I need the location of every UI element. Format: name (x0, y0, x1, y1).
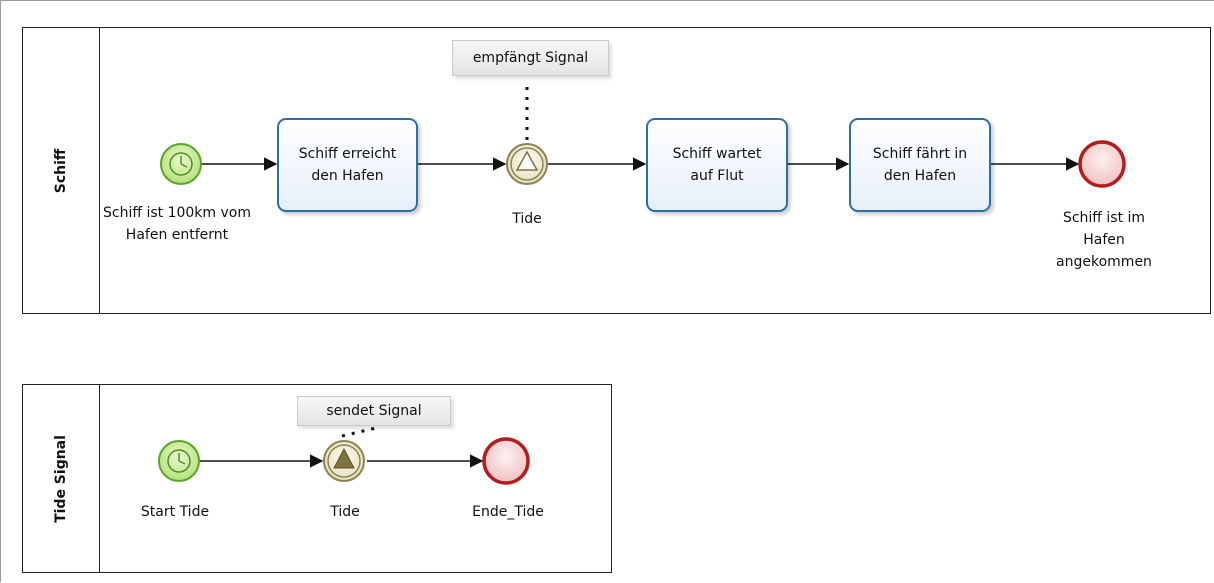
end-event-schiff[interactable] (1078, 140, 1126, 188)
throw-event-tide[interactable] (323, 440, 365, 482)
label-end-tide: Ende_Tide (472, 504, 544, 520)
task-label: Schiff fährt in den Hafen (872, 146, 968, 184)
task-label: Schiff erreicht den Hafen (298, 146, 397, 184)
task-schiff-erreicht-hafen[interactable]: Schiff erreicht den Hafen (277, 118, 418, 212)
label-end-schiff: Schiff ist im Hafen angekommen (1056, 210, 1152, 270)
label-throw-tide: Tide (330, 504, 360, 520)
clock-icon (167, 449, 191, 473)
association-sendet[interactable] (341, 426, 377, 438)
task-schiff-wartet-flut[interactable]: Schiff wartet auf Flut (646, 118, 788, 212)
signal-triangle-filled-icon (333, 447, 355, 469)
end-event-tide[interactable] (482, 437, 530, 485)
start-event-schiff[interactable] (160, 143, 202, 185)
pool-tide-signal-header: Tide Signal (23, 385, 100, 572)
catch-event-tide[interactable] (506, 143, 548, 185)
label-catch-tide: Tide (512, 211, 542, 227)
task-label: Schiff wartet auf Flut (672, 146, 762, 184)
clock-icon (169, 152, 193, 176)
label-start-tide: Start Tide (140, 504, 210, 520)
label-start-schiff: Schiff ist 100km vom Hafen entfernt (103, 205, 251, 243)
task-schiff-faehrt-hafen[interactable]: Schiff fährt in den Hafen (849, 118, 991, 212)
signal-triangle-outline-icon (515, 150, 539, 171)
annotation-text: sendet Signal (326, 403, 422, 419)
annotation-text: empfängt Signal (472, 50, 589, 66)
annotation-sendet-signal[interactable]: sendet Signal (297, 396, 451, 426)
start-event-tide[interactable] (158, 440, 200, 482)
annotation-empfaengt-signal[interactable]: empfängt Signal (452, 40, 609, 76)
pool-schiff-header: Schiff (23, 28, 100, 313)
pool-schiff[interactable]: Schiff (22, 27, 1211, 314)
